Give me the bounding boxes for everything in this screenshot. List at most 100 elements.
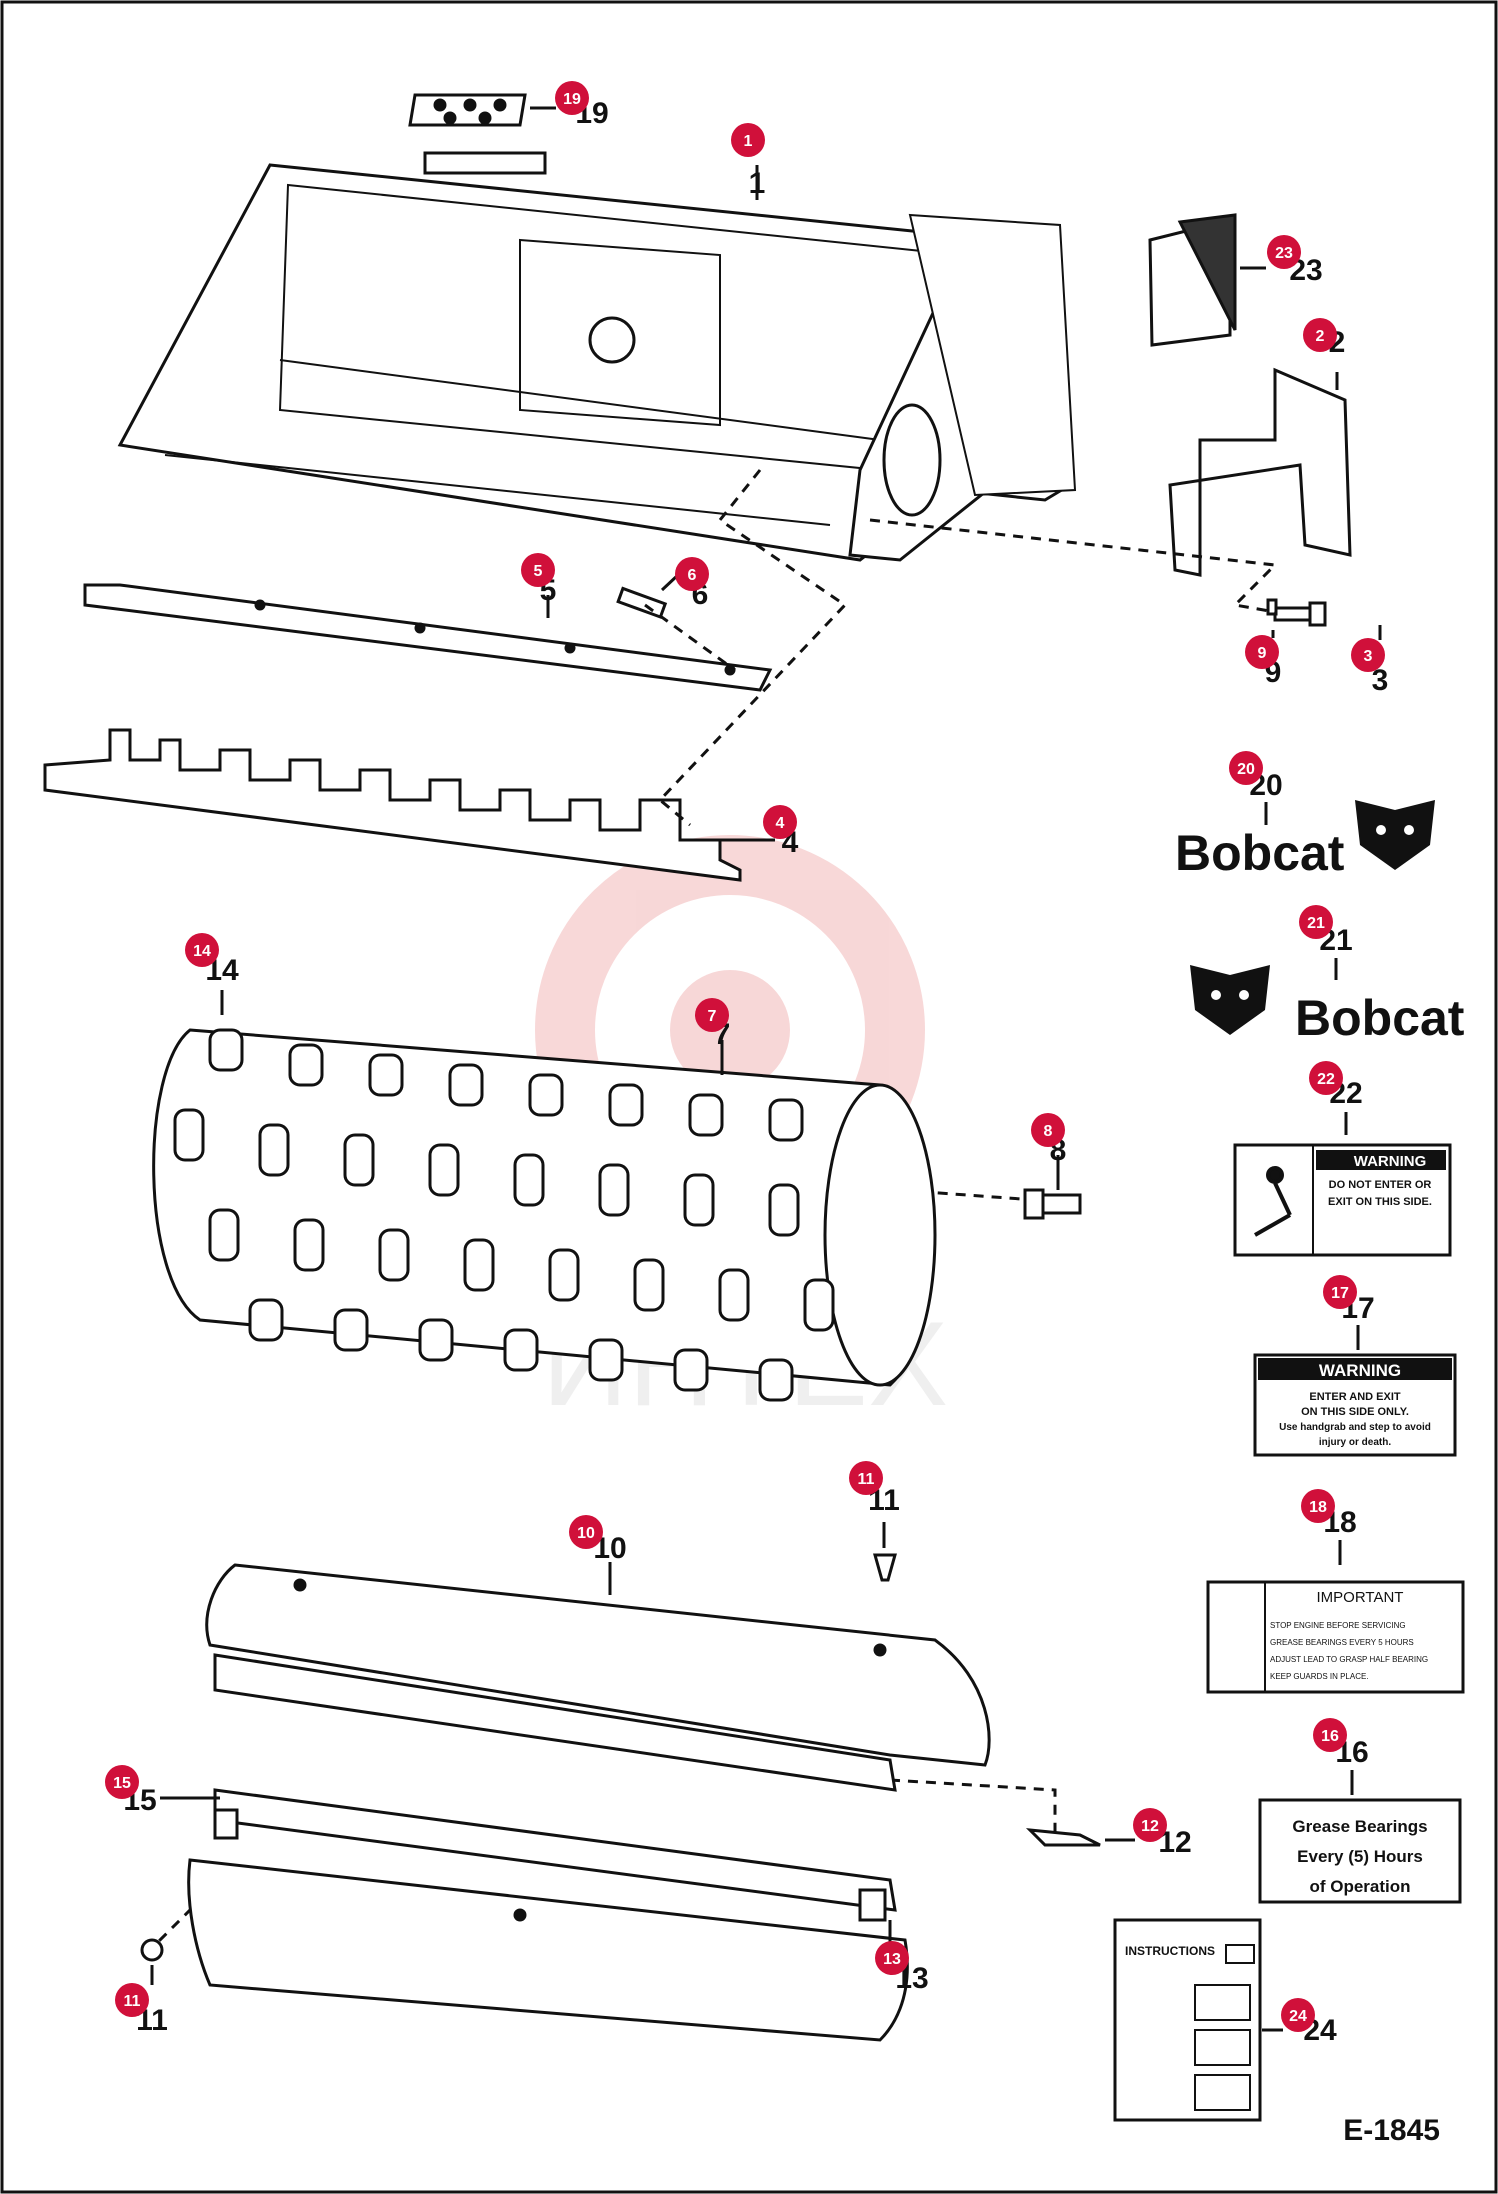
part-badge-21[interactable] bbox=[1299, 905, 1333, 939]
part-badge-22[interactable] bbox=[1309, 1061, 1343, 1095]
warning-line: injury or death. bbox=[1319, 1437, 1391, 1448]
screw-part-11 bbox=[140, 1553, 897, 1962]
part-badge-1[interactable] bbox=[731, 123, 765, 157]
part-badge-label-13: 13 bbox=[883, 1951, 901, 1968]
part-number-3: 3 bbox=[1372, 664, 1389, 697]
part-badge-8[interactable] bbox=[1031, 1113, 1065, 1147]
part-badge-label-2: 2 bbox=[1316, 328, 1325, 345]
decal-part-21: Bobcat bbox=[1190, 965, 1465, 1046]
callout-leader-6 bbox=[660, 573, 680, 592]
roller-drum-part-7 bbox=[152, 1028, 937, 1402]
bobcat-logo-text: Bobcat bbox=[1175, 825, 1345, 881]
part-badge-11b[interactable] bbox=[115, 1983, 149, 2017]
bobcat-logo-text-2: Bobcat bbox=[1295, 990, 1465, 1046]
warning-line: Use handgrab and step to avoid bbox=[1279, 1422, 1431, 1433]
decal-part-20: Bobcat bbox=[1175, 800, 1435, 881]
bobcat-head-icon bbox=[1355, 800, 1435, 870]
important-header: IMPORTANT bbox=[1317, 1589, 1404, 1606]
part-badge-12[interactable] bbox=[1133, 1808, 1167, 1842]
decal-part-17: WARNING ENTER AND EXIT ON THIS SIDE ONLY… bbox=[1253, 1353, 1457, 1457]
part-badge-16[interactable] bbox=[1313, 1718, 1347, 1752]
part-badge-label-23: 23 bbox=[1275, 245, 1293, 262]
part-badge-23[interactable] bbox=[1267, 235, 1301, 269]
part-badge-24[interactable] bbox=[1281, 1998, 1315, 2032]
part-badge-label-15: 15 bbox=[113, 1775, 131, 1792]
part-badge-2[interactable] bbox=[1303, 318, 1337, 352]
part-badge-label-11: 11 bbox=[858, 1471, 875, 1488]
part-badge-6[interactable] bbox=[675, 557, 709, 591]
part-badge-label-3: 3 bbox=[1364, 648, 1373, 665]
part-badge-10[interactable] bbox=[569, 1515, 603, 1549]
instructions-title: INSTRUCTIONS bbox=[1125, 1944, 1215, 1958]
warning-line: EXIT ON THIS SIDE. bbox=[1328, 1196, 1432, 1208]
instructions-part-24: INSTRUCTIONS bbox=[1113, 1918, 1262, 2122]
part-badge-label-4: 4 bbox=[776, 815, 785, 832]
part-badge-7[interactable] bbox=[695, 998, 729, 1032]
part-badge-label-18: 18 bbox=[1309, 1499, 1327, 1516]
part-badge-label-1: 1 bbox=[744, 133, 753, 150]
part-badge-label-10: 10 bbox=[577, 1525, 595, 1542]
part-badge-label-21: 21 bbox=[1307, 915, 1325, 932]
part-badge-label-9: 9 bbox=[1258, 645, 1267, 662]
roller-pads bbox=[173, 1028, 835, 1402]
dashed-leaders bbox=[153, 469, 1279, 1947]
bobcat-head-icon-2 bbox=[1190, 965, 1270, 1035]
bracket-part-2 bbox=[1168, 367, 1352, 577]
shaft-pin-part-8 bbox=[1023, 1188, 1082, 1220]
part-badge-label-19: 19 bbox=[563, 91, 581, 108]
decal-part-22: WARNING DO NOT ENTER OR EXIT ON THIS SID… bbox=[1233, 1143, 1452, 1257]
part-badge-label-8: 8 bbox=[1044, 1123, 1053, 1140]
part-badge-label-24: 24 bbox=[1289, 2008, 1307, 2025]
block-part-23 bbox=[1148, 213, 1237, 347]
plate-part-19 bbox=[408, 93, 527, 127]
part-badge-label-11b: 11 bbox=[124, 1993, 141, 2010]
figure-id: E-1845 bbox=[1343, 2114, 1440, 2147]
important-line: KEEP GUARDS IN PLACE. bbox=[1270, 1672, 1369, 1681]
bucket-frame-part-1 bbox=[117, 151, 1077, 562]
part-badge-17[interactable] bbox=[1323, 1275, 1357, 1309]
part-badge-label-22: 22 bbox=[1317, 1071, 1335, 1088]
part-badge-label-7: 7 bbox=[708, 1008, 717, 1025]
important-line: STOP ENGINE BEFORE SERVICING bbox=[1270, 1621, 1406, 1630]
part-badge-14[interactable] bbox=[185, 933, 219, 967]
warning-line: DO NOT ENTER OR bbox=[1329, 1179, 1432, 1191]
warning-line: ON THIS SIDE ONLY. bbox=[1301, 1406, 1409, 1418]
warning-header: WARNING bbox=[1319, 1361, 1401, 1380]
warning-header: WARNING bbox=[1354, 1153, 1427, 1170]
cover-part-10 bbox=[205, 1563, 991, 1767]
clip-part-12 bbox=[1025, 1828, 1101, 1847]
grease-line: Every (5) Hours bbox=[1297, 1847, 1423, 1866]
callout-labels: 1122334455667788991010111112121313141415… bbox=[105, 81, 1388, 2047]
toothed-plate-part-4 bbox=[43, 728, 742, 882]
part-badge-label-6: 6 bbox=[688, 567, 697, 584]
grease-line: of Operation bbox=[1309, 1877, 1410, 1896]
part-badge-13[interactable] bbox=[875, 1941, 909, 1975]
cover-part-10-lower bbox=[187, 1858, 909, 2042]
part-number-1: 1 bbox=[749, 167, 766, 200]
part-badge-label-20: 20 bbox=[1237, 761, 1255, 778]
decal-part-16: Grease Bearings Every (5) Hours of Opera… bbox=[1258, 1798, 1462, 1904]
part-badge-15[interactable] bbox=[105, 1765, 139, 1799]
important-line: ADJUST LEAD TO GRASP HALF BEARING bbox=[1270, 1655, 1428, 1664]
part-badge-4[interactable] bbox=[763, 805, 797, 839]
grease-line: Grease Bearings bbox=[1292, 1817, 1427, 1836]
part-badge-9[interactable] bbox=[1245, 635, 1279, 669]
strip-part-5 bbox=[83, 583, 773, 692]
warning-line: ENTER AND EXIT bbox=[1309, 1391, 1401, 1403]
part-badge-19[interactable] bbox=[555, 81, 589, 115]
part-badge-label-12: 12 bbox=[1141, 1818, 1159, 1835]
part-badge-5[interactable] bbox=[521, 553, 555, 587]
part-badge-label-17: 17 bbox=[1331, 1285, 1349, 1302]
falling-person-icon bbox=[1254, 1166, 1292, 1237]
decal-part-18: IMPORTANT STOP ENGINE BEFORE SERVICING G… bbox=[1206, 1580, 1465, 1694]
bolt-part-3 bbox=[1266, 598, 1327, 627]
important-line: GREASE BEARINGS EVERY 5 HOURS bbox=[1270, 1638, 1414, 1647]
part-badge-label-14: 14 bbox=[193, 943, 211, 960]
part-badge-11[interactable] bbox=[849, 1461, 883, 1495]
part-badge-18[interactable] bbox=[1301, 1489, 1335, 1523]
part-badge-3[interactable] bbox=[1351, 638, 1385, 672]
part-badge-label-16: 16 bbox=[1321, 1728, 1339, 1745]
part-badge-label-5: 5 bbox=[534, 563, 543, 580]
part-badge-20[interactable] bbox=[1229, 751, 1263, 785]
